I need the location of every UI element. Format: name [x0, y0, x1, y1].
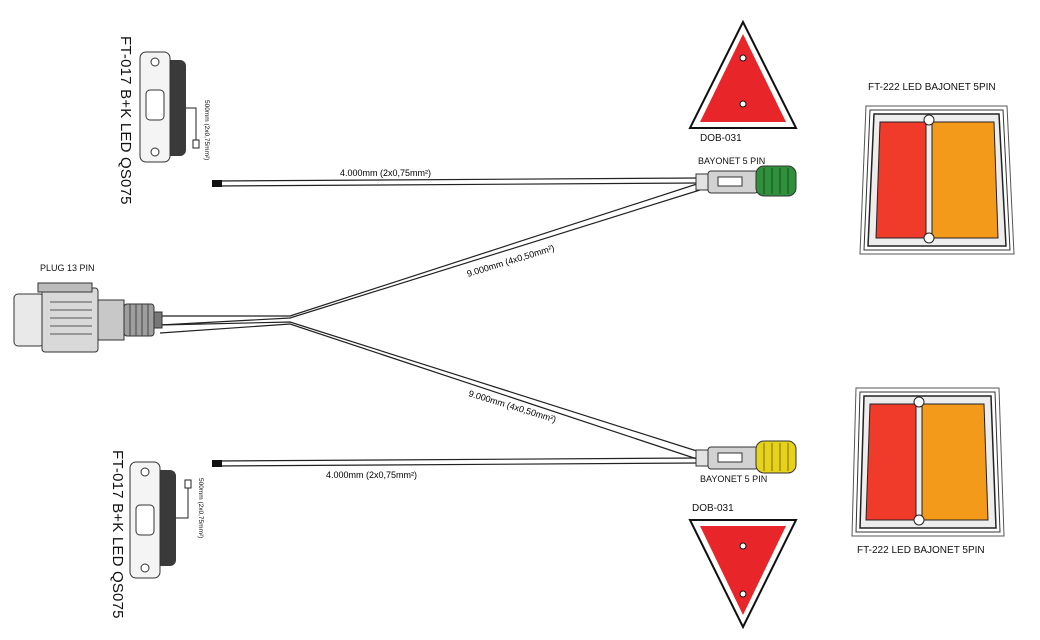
position-lamp-bottom-label: FT-017 B+K LED QS075 — [109, 450, 126, 619]
reflector-top-icon — [688, 19, 798, 129]
reflector-bottom-label: DOB-031 — [692, 503, 734, 514]
bayonet-connector-bottom-icon — [695, 440, 797, 474]
reflector-top-label: DOB-031 — [700, 133, 742, 144]
cable-end-bottom — [212, 460, 222, 467]
rear-lamp-top-label: FT-222 LED BAJONET 5PIN — [868, 82, 996, 93]
position-lamp-bottom-icon — [129, 461, 192, 579]
main-cable-top-label: 9.000mm (4x0,50mm²) — [466, 243, 556, 279]
position-lamp-top-icon — [139, 51, 200, 163]
position-lead-bottom-label: 500mm (2x0,75mm²) — [197, 478, 204, 539]
rear-lamp-top-icon — [859, 105, 1015, 255]
plug-13-pin-icon — [13, 282, 163, 353]
main-cable-bottom — [159, 321, 701, 461]
side-cable-top-label: 4.000mm (2x0,75mm²) — [340, 168, 431, 178]
side-cable-top — [214, 177, 701, 187]
position-lead-top-label: 500mm (2x0,75mm²) — [203, 100, 210, 161]
rear-lamp-bottom-icon — [851, 387, 1005, 537]
main-cable-bottom-label: 9.000mm (4x0,50mm²) — [467, 388, 557, 424]
connector-bottom-label: BAYONET 5 PIN — [700, 474, 768, 484]
connector-top-label: BAYONET 5 PIN — [698, 156, 766, 166]
side-cable-bottom — [214, 457, 701, 467]
side-cable-bottom-label: 4.000mm (2x0,75mm²) — [326, 470, 417, 480]
reflector-bottom-icon — [688, 519, 798, 630]
bayonet-connector-top-icon — [695, 165, 797, 197]
cable-end-top — [212, 180, 222, 187]
position-lamp-top-label: FT-017 B+K LED QS075 — [117, 36, 134, 205]
plug-label: PLUG 13 PIN — [40, 263, 95, 273]
main-cable-top — [159, 182, 701, 326]
rear-lamp-bottom-label: FT-222 LED BAJONET 5PIN — [857, 545, 985, 556]
